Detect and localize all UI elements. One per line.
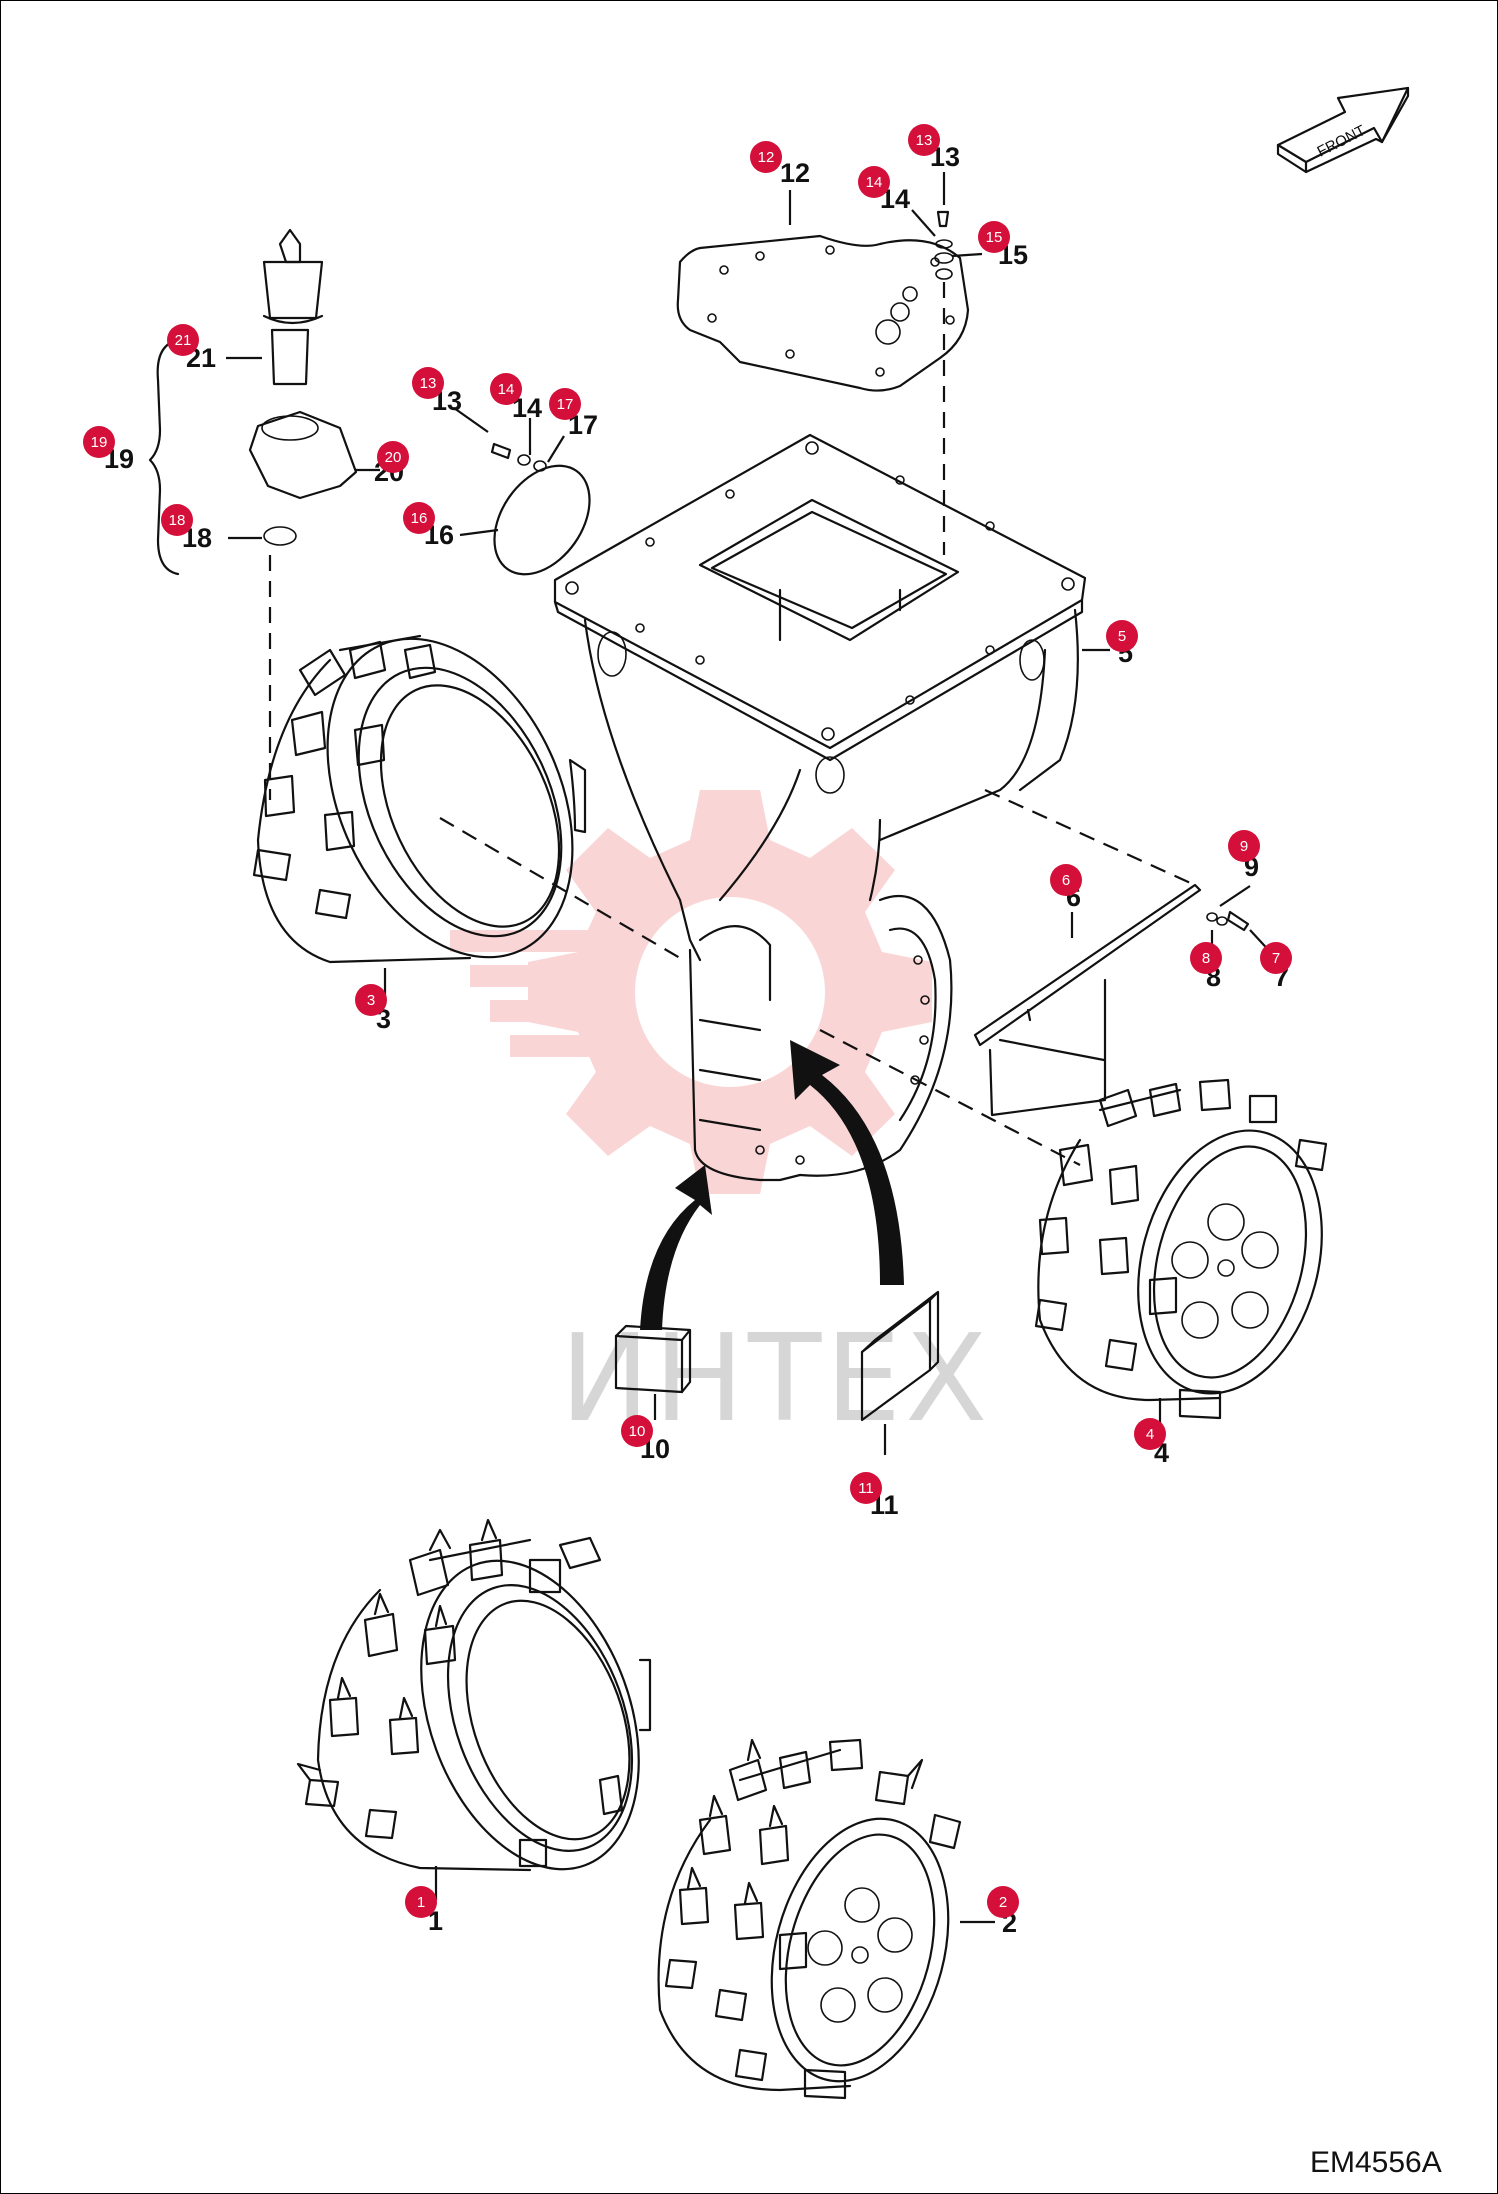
svg-text:4: 4: [1146, 1426, 1154, 1443]
callout-11: 11 11: [850, 1472, 899, 1520]
svg-text:21: 21: [175, 332, 192, 349]
svg-text:14: 14: [866, 174, 883, 191]
svg-text:5: 5: [1118, 628, 1126, 645]
callout-10: 10 10: [621, 1415, 670, 1464]
bit-holder-assembly: [148, 228, 358, 576]
callout-15: 15 15: [978, 221, 1028, 270]
callout-19: 19 19: [83, 426, 134, 474]
callout-12: 12 12: [750, 141, 810, 188]
svg-text:17: 17: [557, 396, 574, 413]
svg-text:20: 20: [385, 449, 402, 466]
svg-text:3: 3: [367, 992, 375, 1009]
callout-18: 18 18: [161, 504, 212, 553]
drum-2: [657, 1738, 962, 2100]
svg-text:16: 16: [411, 510, 428, 527]
svg-text:8: 8: [1202, 950, 1210, 967]
callout-6: 6 6: [1050, 864, 1082, 912]
svg-text:14: 14: [498, 381, 515, 398]
callout-1: 1 1: [405, 1886, 443, 1936]
drawing-code: EM4556A: [1310, 2146, 1442, 2179]
housing-5: [553, 433, 1087, 1182]
svg-text:18: 18: [169, 512, 186, 529]
callout-14a: 14 14: [858, 166, 910, 214]
gasket-16: [490, 442, 591, 576]
drum-1: [296, 1518, 652, 1872]
drum-4: [1034, 1078, 1328, 1420]
assembly-lines: [268, 282, 1196, 1166]
svg-text:7: 7: [1272, 950, 1280, 967]
svg-text:2: 2: [999, 1894, 1007, 1911]
front-arrow-icon: FRONT: [1276, 86, 1410, 174]
hardware-13-14-15: [934, 210, 954, 280]
svg-text:6: 6: [1062, 872, 1070, 889]
svg-text:12: 12: [758, 149, 775, 166]
callout-2: 2 2: [987, 1886, 1019, 1938]
svg-text:19: 19: [91, 434, 108, 451]
cover-plate-12: [676, 234, 970, 392]
assembly-arrows-icon: [640, 1040, 904, 1330]
svg-text:13: 13: [916, 132, 933, 149]
svg-text:1: 1: [417, 1894, 425, 1911]
svg-text:11: 11: [858, 1480, 874, 1497]
svg-text:9: 9: [1240, 838, 1248, 855]
callout-13a: 13 13: [908, 124, 960, 172]
svg-text:13: 13: [420, 375, 437, 392]
callout-17: 17 17: [549, 388, 598, 440]
callout-7: 7 7: [1260, 942, 1292, 992]
callout-14b: 14 14: [490, 373, 542, 423]
badge-12: 12: [750, 141, 782, 173]
callout-13b: 13 13: [412, 367, 462, 416]
callout-21: 21 21: [167, 324, 216, 373]
callout-5: 5 5: [1106, 620, 1138, 668]
side-plate-6: [973, 883, 1202, 1117]
callout-8: 8 8: [1190, 942, 1222, 992]
callout-16: 16 16: [403, 502, 454, 550]
drum-3: [252, 634, 587, 964]
callout-20: 20 20: [374, 441, 409, 487]
svg-text:15: 15: [986, 229, 1003, 246]
pads-10-11: [614, 1290, 940, 1422]
svg-text:10: 10: [629, 1423, 646, 1440]
hardware-7-8-9: [1206, 910, 1250, 932]
callout-9: 9 9: [1228, 830, 1260, 882]
callout-3: 3 3: [355, 984, 391, 1034]
callout-4: 4 4: [1134, 1418, 1169, 1468]
label-12: 12: [780, 158, 810, 188]
